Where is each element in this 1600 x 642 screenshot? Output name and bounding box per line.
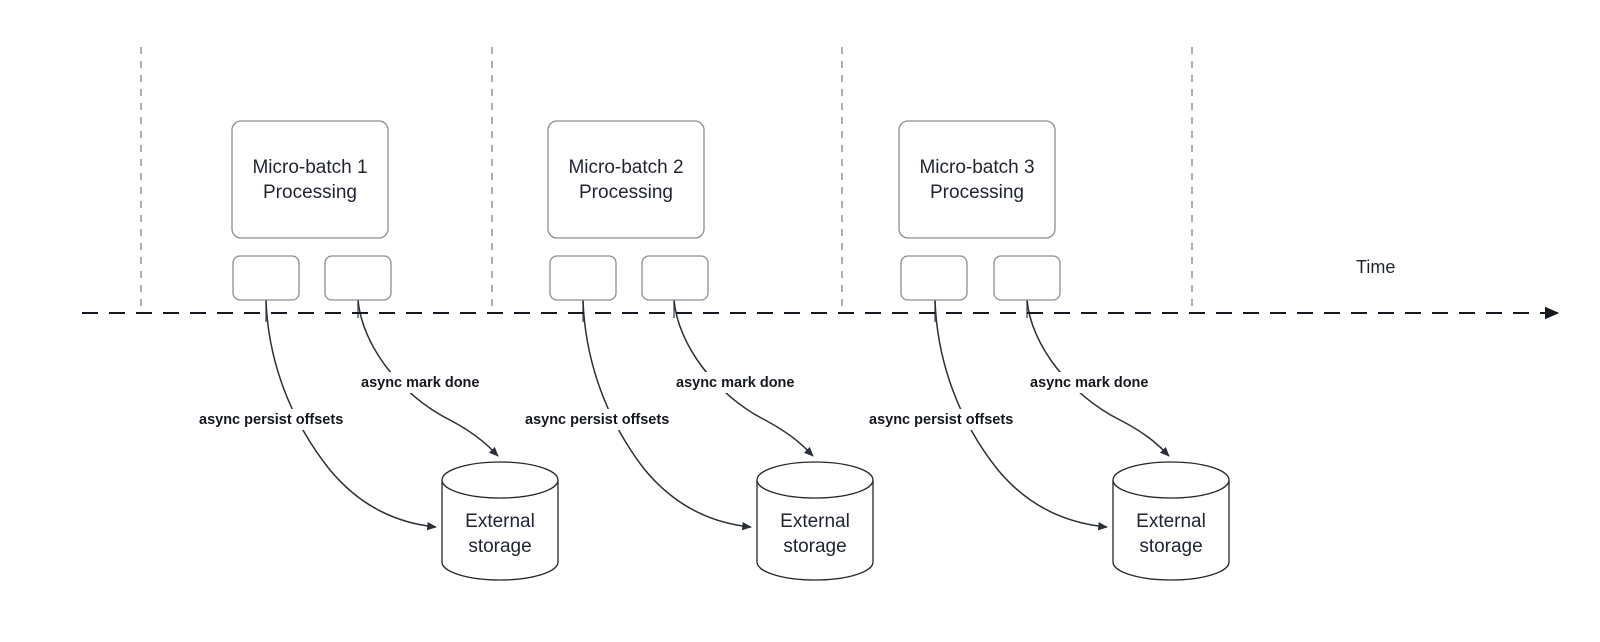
edge-persist-offsets-3	[934, 299, 1108, 531]
micro-batch-1-label-line2: Processing	[263, 182, 357, 203]
micro-batch-3-label-line2: Processing	[930, 182, 1024, 203]
micro-batch-3-label-line1: Micro-batch 3	[919, 157, 1034, 178]
group-3: async persist offsets async mark done Mi…	[865, 120, 1230, 581]
edge-label-mark-done-2: async mark done	[676, 375, 794, 391]
external-storage-3-top	[1112, 461, 1230, 499]
label-mask-persist-2	[521, 409, 703, 430]
task-box-1a[interactable]	[232, 255, 300, 301]
external-storage-3-body[interactable]	[1112, 480, 1230, 581]
stem-lines-1	[265, 300, 359, 322]
micro-batch-2-label-line2: Processing	[579, 182, 673, 203]
external-storage-2-label-line1: External	[780, 511, 850, 532]
micro-batch-2-box[interactable]: Micro-batch 2 Processing	[547, 120, 705, 239]
edge-label-mark-done-3: async mark done	[1030, 375, 1148, 391]
micro-batch-2-label-line1: Micro-batch 2	[568, 157, 683, 178]
external-storage-2[interactable]: External storage	[756, 461, 874, 581]
task-box-2b[interactable]	[641, 255, 709, 301]
external-storage-1[interactable]: External storage	[441, 461, 559, 581]
external-storage-2-body[interactable]	[756, 480, 874, 581]
micro-batch-2-rect[interactable]	[547, 120, 705, 239]
edge-persist-offsets-1	[265, 299, 437, 531]
external-storage-1-label-line2: storage	[468, 536, 531, 557]
label-mask-markdone-3	[1026, 372, 1172, 393]
external-storage-1-label-line1: External	[465, 511, 535, 532]
external-storage-3-label-line2: storage	[1139, 536, 1202, 557]
external-storage-3[interactable]: External storage	[1112, 461, 1230, 581]
stem-lines-2	[582, 300, 675, 322]
task-box-3b[interactable]	[993, 255, 1061, 301]
task-box-3a[interactable]	[900, 255, 968, 301]
external-storage-2-top	[756, 461, 874, 499]
task-box-2a[interactable]	[549, 255, 617, 301]
micro-batch-1-label-line1: Micro-batch 1	[252, 157, 367, 178]
timeline-axis-label: Time	[1356, 257, 1395, 277]
group-1: async persist offsets async mark done Mi…	[195, 120, 559, 581]
tick-lines	[140, 47, 1193, 313]
label-mask-markdone-1	[357, 372, 503, 393]
edge-mark-done-1	[357, 299, 499, 457]
micro-batch-1-rect[interactable]	[231, 120, 389, 239]
edge-label-mark-done-1: async mark done	[361, 375, 479, 391]
stem-lines-3	[934, 300, 1028, 322]
edge-mark-done-3	[1026, 299, 1170, 457]
edge-mark-done-2	[673, 299, 814, 457]
task-box-1b[interactable]	[324, 255, 392, 301]
group-2: async persist offsets async mark done Mi…	[521, 120, 874, 581]
edge-label-persist-offsets-2: async persist offsets	[525, 412, 669, 428]
label-mask-persist-1	[195, 409, 377, 430]
label-mask-markdone-2	[672, 372, 818, 393]
label-mask-persist-3	[865, 409, 1047, 430]
edge-persist-offsets-2	[582, 299, 752, 531]
external-storage-1-top	[441, 461, 559, 499]
external-storage-3-label-line1: External	[1136, 511, 1206, 532]
external-storage-2-label-line2: storage	[783, 536, 846, 557]
edge-label-persist-offsets-1: async persist offsets	[199, 412, 343, 428]
edge-label-persist-offsets-3: async persist offsets	[869, 412, 1013, 428]
external-storage-1-body[interactable]	[441, 480, 559, 581]
micro-batch-1-box[interactable]: Micro-batch 1 Processing	[231, 120, 389, 239]
micro-batch-3-box[interactable]: Micro-batch 3 Processing	[898, 120, 1056, 239]
timeline-axis: Time	[82, 257, 1560, 320]
micro-batch-3-rect[interactable]	[898, 120, 1056, 239]
